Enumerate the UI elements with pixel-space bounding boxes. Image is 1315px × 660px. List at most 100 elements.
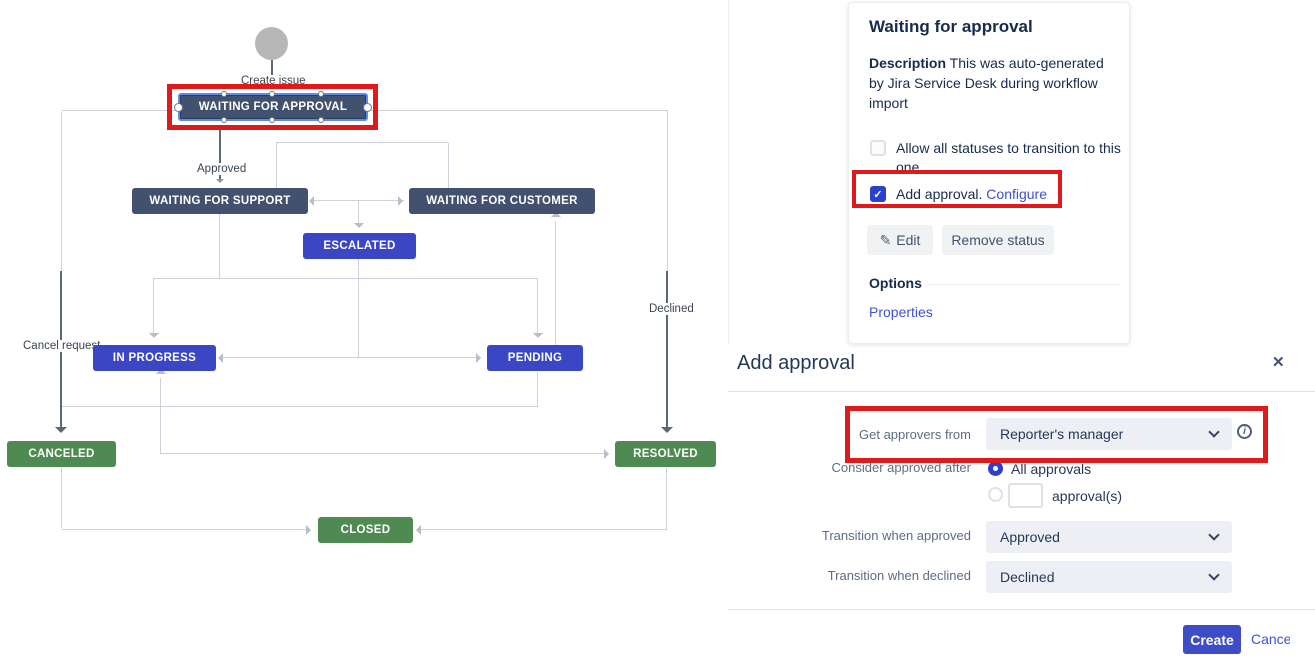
connector-line bbox=[313, 200, 404, 201]
chevron-down-icon bbox=[1208, 426, 1220, 438]
allow-all-checkbox[interactable] bbox=[870, 140, 886, 156]
add-approval-checkbox[interactable]: ✓ bbox=[870, 186, 886, 202]
connector-line bbox=[667, 111, 668, 271]
status-node-label: WAITING FOR SUPPORT bbox=[149, 195, 291, 207]
transition-approved-value: Approved bbox=[1000, 529, 1060, 545]
selection-handle[interactable] bbox=[174, 103, 183, 112]
transition-label-cancel-request[interactable]: Cancel request bbox=[20, 340, 104, 352]
arrowhead bbox=[416, 525, 421, 535]
connector-line bbox=[358, 259, 359, 358]
status-node-label: IN PROGRESS bbox=[112, 352, 197, 364]
add-approval-label: Add approval. Configure bbox=[896, 185, 1047, 204]
arrowhead bbox=[156, 369, 166, 374]
status-node-canceled[interactable]: CANCELED bbox=[7, 441, 116, 467]
info-icon[interactable]: i bbox=[1237, 424, 1252, 439]
selection-handle[interactable] bbox=[317, 91, 324, 97]
status-node-label: RESOLVED bbox=[633, 448, 698, 460]
selection-handle[interactable] bbox=[269, 91, 276, 97]
approval-count-radio[interactable] bbox=[988, 487, 1003, 502]
connector-line bbox=[62, 406, 538, 407]
connector-line bbox=[62, 529, 308, 530]
status-node-pending[interactable]: PENDING bbox=[487, 345, 583, 371]
status-node-resolved[interactable]: RESOLVED bbox=[615, 441, 716, 467]
connector-line bbox=[537, 278, 538, 337]
connector-declined bbox=[666, 271, 668, 428]
get-approvers-value: Reporter's manager bbox=[1000, 426, 1124, 442]
transition-label-create-issue[interactable]: Create issue bbox=[238, 75, 309, 87]
status-node-label: PENDING bbox=[507, 352, 563, 364]
cancel-link[interactable]: Cancel bbox=[1251, 631, 1290, 647]
pencil-icon: ✎ bbox=[879, 231, 892, 248]
connector-line bbox=[666, 468, 667, 529]
connector-line bbox=[276, 142, 448, 143]
status-description: Description This was auto-generated by J… bbox=[869, 53, 1119, 113]
selection-handle[interactable] bbox=[220, 91, 227, 97]
status-node-label: WAITING FOR CUSTOMER bbox=[426, 195, 578, 207]
connector-line bbox=[276, 143, 277, 188]
connector-line bbox=[153, 278, 154, 337]
selection-handle[interactable] bbox=[220, 117, 227, 123]
edit-button[interactable]: ✎ Edit bbox=[867, 225, 933, 255]
get-approvers-select[interactable]: Reporter's manager bbox=[986, 418, 1232, 450]
connector-line bbox=[160, 453, 606, 454]
status-node-in-progress[interactable]: IN PROGRESS bbox=[93, 345, 216, 371]
connector-line bbox=[358, 201, 359, 227]
options-rule bbox=[927, 284, 1119, 285]
check-icon: ✓ bbox=[873, 188, 883, 201]
arrowhead bbox=[216, 179, 224, 183]
chevron-down-icon bbox=[1208, 529, 1220, 541]
connector-line bbox=[62, 110, 178, 111]
connector-line bbox=[153, 278, 537, 279]
transition-declined-label: Transition when declined bbox=[827, 568, 971, 583]
properties-link[interactable]: Properties bbox=[869, 304, 933, 320]
arrowhead bbox=[309, 196, 314, 206]
status-node-escalated[interactable]: ESCALATED bbox=[303, 233, 416, 259]
create-button[interactable]: Create bbox=[1183, 625, 1241, 654]
panel-separator bbox=[728, 0, 729, 345]
selection-handle[interactable] bbox=[269, 117, 276, 123]
remove-status-label: Remove status bbox=[951, 232, 1045, 248]
close-icon[interactable]: ✕ bbox=[1272, 354, 1285, 371]
status-node-waiting-for-support[interactable]: WAITING FOR SUPPORT bbox=[132, 188, 308, 214]
edit-button-label: Edit bbox=[896, 232, 921, 248]
status-details-card: Waiting for approval Description This wa… bbox=[848, 2, 1130, 344]
dialog-divider-top bbox=[728, 391, 1315, 392]
arrowhead bbox=[476, 353, 481, 363]
arrowhead bbox=[55, 427, 67, 433]
selection-handle[interactable] bbox=[317, 117, 324, 123]
start-node[interactable] bbox=[255, 27, 288, 60]
status-node-closed[interactable]: CLOSED bbox=[318, 517, 413, 543]
connector-line bbox=[448, 143, 449, 188]
configure-link[interactable]: Configure bbox=[986, 186, 1047, 202]
status-node-waiting-for-approval[interactable]: WAITING FOR APPROVAL bbox=[174, 91, 372, 123]
all-approvals-radio[interactable] bbox=[988, 461, 1003, 476]
transition-approved-label: Transition when approved bbox=[821, 528, 971, 543]
get-approvers-label: Get approvers from bbox=[859, 427, 971, 442]
connector-line bbox=[368, 110, 668, 111]
approval-count-input[interactable] bbox=[1008, 483, 1043, 508]
all-approvals-label: All approvals bbox=[1011, 461, 1092, 477]
transition-label-approved[interactable]: Approved bbox=[194, 163, 250, 175]
transition-approved-select[interactable]: Approved bbox=[986, 521, 1232, 553]
description-label: Description bbox=[869, 55, 947, 71]
status-node-label: CANCELED bbox=[28, 448, 95, 460]
status-node-label: WAITING FOR APPROVAL bbox=[198, 101, 348, 113]
transition-declined-value: Declined bbox=[1000, 569, 1055, 585]
status-node-waiting-for-customer[interactable]: WAITING FOR CUSTOMER bbox=[409, 188, 595, 214]
approval-count-suffix: approval(s) bbox=[1052, 488, 1123, 504]
connector-line bbox=[219, 214, 220, 278]
selection-handle[interactable] bbox=[363, 103, 372, 112]
connector-line bbox=[222, 357, 481, 358]
chevron-down-icon bbox=[1208, 569, 1220, 581]
add-approval-text: Add approval. bbox=[896, 186, 983, 202]
card-title: Waiting for approval bbox=[869, 17, 1033, 36]
remove-status-button[interactable]: Remove status bbox=[942, 225, 1054, 255]
transition-declined-select[interactable]: Declined bbox=[986, 561, 1232, 593]
arrowhead bbox=[306, 525, 311, 535]
connector-line bbox=[555, 221, 556, 345]
dialog-divider-bottom bbox=[728, 609, 1315, 610]
allow-all-label: Allow all statuses to transition to this… bbox=[896, 140, 1121, 175]
connector-create-issue bbox=[271, 60, 273, 87]
transition-label-declined[interactable]: Declined bbox=[646, 303, 697, 315]
consider-approved-label: Consider approved after bbox=[831, 460, 971, 475]
